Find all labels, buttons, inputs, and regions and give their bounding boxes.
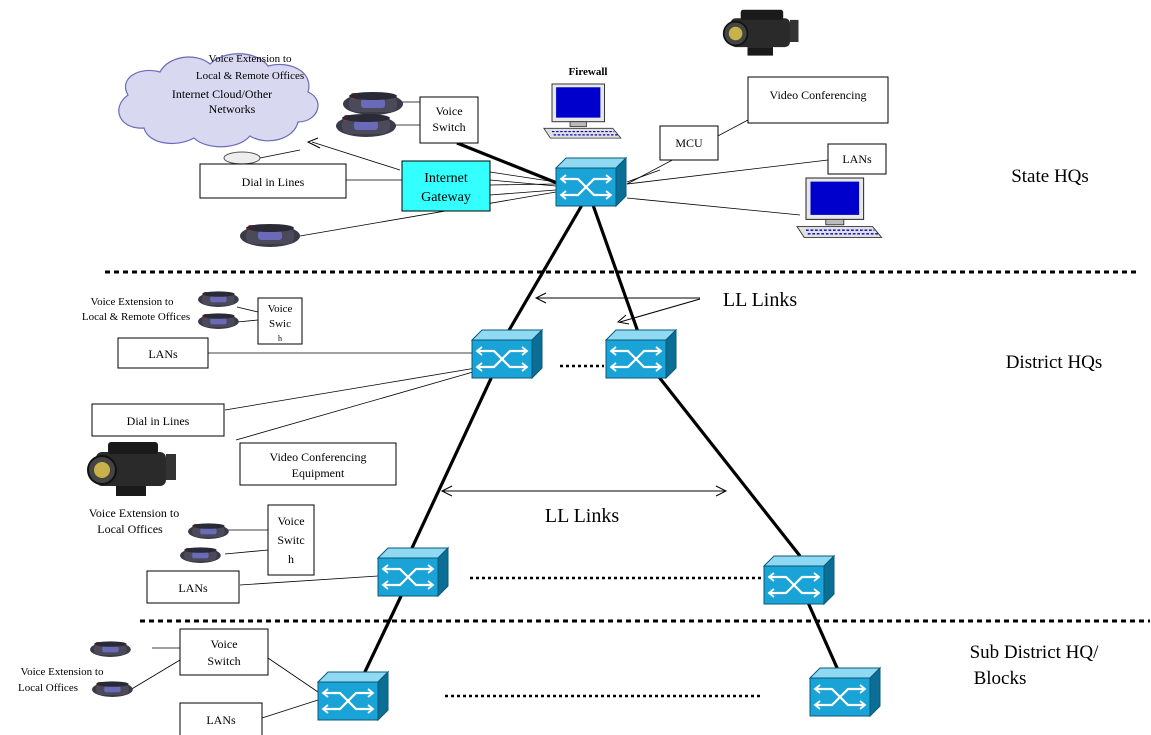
state-lans-label: LANs xyxy=(842,152,872,166)
state-voice-switch-label-2: Switch xyxy=(432,120,465,134)
internet-cloud: Internet Cloud/Other Networks xyxy=(118,53,319,165)
ll-links-lower-label: LL Links xyxy=(545,505,619,527)
lower-lans-box xyxy=(146,570,240,604)
phone-icon xyxy=(198,313,239,329)
cloud-label-1: Internet Cloud/Other xyxy=(172,87,272,101)
cloud-arrow xyxy=(306,137,321,149)
video-conferencing-box xyxy=(747,76,889,124)
lower-lans-label: LANs xyxy=(178,581,208,595)
ll-links-lower-arrows xyxy=(440,485,728,497)
state-connections xyxy=(299,101,829,237)
district-voice-switch-box xyxy=(257,297,303,345)
sub-voice-switch-label-2: Switch xyxy=(207,654,240,668)
district-video-label-1: Video Conferencing xyxy=(270,450,367,464)
district-dial-in-box xyxy=(91,403,225,437)
ll-links-upper-label: LL Links xyxy=(723,289,797,311)
district-video-box xyxy=(239,442,397,486)
sub-lans-box xyxy=(179,702,263,735)
tier-label-sub-district-2: Blocks xyxy=(974,668,1027,689)
sub-voice-switch-box xyxy=(179,628,269,676)
sub-voice-ext-label-2: Local Offices xyxy=(18,682,78,694)
phone-icon xyxy=(188,523,229,539)
sub-lans-label: LANs xyxy=(206,713,236,727)
gateway-label-1: Internet xyxy=(424,171,468,186)
state-voice-switch-label-1: Voice xyxy=(435,104,462,118)
phone-icon xyxy=(336,114,396,137)
district-voice-ext-label-1: Voice Extension to xyxy=(91,296,174,308)
firewall-computer-icon xyxy=(543,83,622,139)
lower-voice-switch-label-1: Voice xyxy=(277,514,304,528)
video-conferencing-label: Video Conferencing xyxy=(770,88,867,102)
phone-icon xyxy=(180,547,221,563)
lower-voice-switch-label-3: h xyxy=(288,552,294,566)
video-camera-icon xyxy=(722,8,800,57)
cloud-label-2: Networks xyxy=(209,102,256,116)
ll-links-upper-arrows xyxy=(534,292,701,325)
internet-gateway-box xyxy=(401,160,491,212)
state-voice-switch-box xyxy=(419,96,479,144)
phone-icon xyxy=(90,641,131,657)
backbone-links xyxy=(360,141,840,679)
district-connections xyxy=(129,306,481,719)
district-video-label-2: Equipment xyxy=(292,466,345,480)
district-switch-left-icon xyxy=(470,328,544,380)
sub-switch-right-icon xyxy=(808,666,882,718)
firewall-label: Firewall xyxy=(569,66,608,78)
tier-label-sub-district-1: Sub District HQ/ xyxy=(970,642,1100,663)
district-lans-box xyxy=(117,337,209,369)
state-dial-in-box xyxy=(199,163,347,199)
district-switch-right-icon xyxy=(604,328,678,380)
state-dial-in-label: Dial in Lines xyxy=(242,175,305,189)
district-voice-switch-label-3: h xyxy=(278,334,282,343)
lower-switch-left-icon xyxy=(376,546,450,598)
mcu-box xyxy=(659,125,719,161)
lan-computer-icon xyxy=(796,177,883,239)
sub-voice-switch-label-1: Voice xyxy=(210,637,237,651)
district-dial-in-label: Dial in Lines xyxy=(127,414,190,428)
phone-icon xyxy=(198,291,239,307)
lower-voice-switch-label-2: Switc xyxy=(277,533,304,547)
sub-voice-ext-label-1: Voice Extension to xyxy=(21,666,104,678)
phone-icon xyxy=(240,224,300,247)
sub-switch-left-icon xyxy=(316,670,390,722)
state-voice-ext-label-2: Local & Remote Offices xyxy=(196,70,304,82)
tier-label-district: District HQs xyxy=(1006,352,1103,373)
lower-voice-ext-label-1: Voice Extension to xyxy=(89,506,179,520)
state-voice-ext-label-1: Voice Extension to xyxy=(209,53,292,65)
mcu-label: MCU xyxy=(675,136,703,150)
district-voice-switch-label-2: Swic xyxy=(269,318,291,330)
state-lans-box xyxy=(827,143,887,175)
phone-icon xyxy=(343,92,403,115)
state-core-switch-icon xyxy=(554,156,628,208)
district-lans-label: LANs xyxy=(148,347,178,361)
video-camera-icon xyxy=(87,441,177,497)
phone-icon xyxy=(92,681,133,697)
lower-voice-ext-label-2: Local Offices xyxy=(97,522,163,536)
lower-voice-switch-box xyxy=(267,504,315,576)
gateway-label-2: Gateway xyxy=(421,190,471,205)
tier-label-state: State HQs xyxy=(1011,166,1089,187)
district-voice-switch-label-1: Voice xyxy=(268,303,293,315)
lower-switch-right-icon xyxy=(762,554,836,606)
district-voice-ext-label-2: Local & Remote Offices xyxy=(82,311,190,323)
